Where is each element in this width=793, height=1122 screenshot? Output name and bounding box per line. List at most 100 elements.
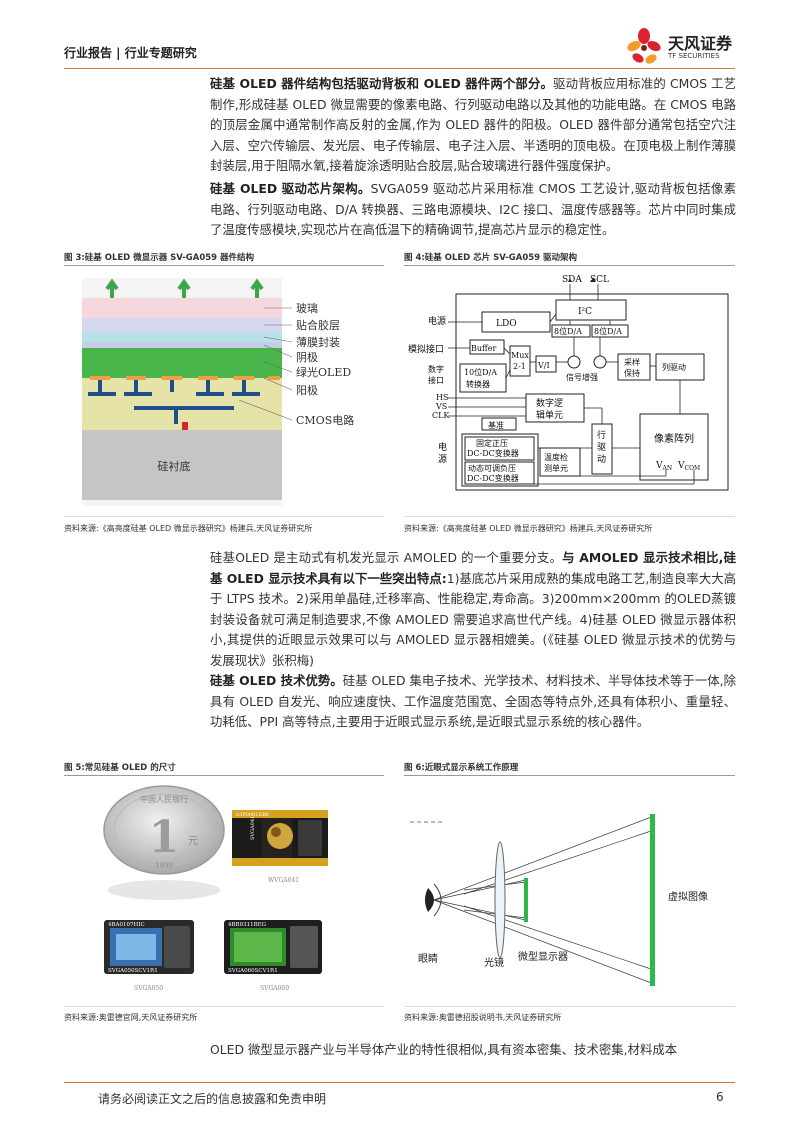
- vcom-label: VCOM: [677, 461, 700, 472]
- paragraph-lead: 硅基 OLED 技术优势。: [210, 673, 343, 688]
- flower-logo-icon: [627, 28, 661, 64]
- chip3-bottom-label: SVGA060SCV1R1: [228, 968, 278, 974]
- signal-boost-label: 信号增强: [566, 372, 598, 382]
- figure-6-bottom-rule: [404, 1006, 735, 1007]
- page-number: 6: [716, 1090, 724, 1104]
- chip2-caption: SVGA050: [134, 985, 163, 992]
- row-drive-label-2: 驱: [597, 442, 606, 453]
- hs-label: HS: [436, 393, 448, 402]
- paragraph-body: SVGA059 驱动芯片采用标准 CMOS 工艺设计,驱动背板包括像素电路、行列…: [210, 181, 736, 237]
- figure-3-title: 图 3:硅基 OLED 微显示器 SV-GA059 器件结构: [64, 253, 255, 263]
- temperature-label-1: 温度检: [544, 452, 568, 462]
- figure-6-diagram: 眼睛 光镜 微型显示器 虚拟图像: [404, 780, 735, 1002]
- logo-english-name: TF SECURITIES: [668, 52, 720, 60]
- coin-unit: 元: [188, 836, 198, 847]
- paragraph-body: OLED 微型显示器产业与半导体产业的特性很相似,具有资本密集、技术密集,材料成…: [210, 1042, 678, 1057]
- van-label: VAN: [655, 461, 672, 472]
- chip1-side-label: SVGA041: [250, 816, 256, 840]
- negative-dcdc-label-1: 动态可调负压: [468, 463, 516, 473]
- figure-3-source: 资料来源:《高亮度硅基 OLED 微显示器研究》杨建兵,天风证券研究所: [64, 524, 313, 533]
- mux-sub-label: 2-1: [513, 362, 526, 371]
- figure-3-diagram: 硅衬底 玻璃 贴合胶层 薄膜封装 阴极 绿光OLED 阳极 CMOS电路: [64, 270, 384, 510]
- lens-label: 光镜: [484, 956, 504, 969]
- vs-label: VS: [435, 402, 447, 411]
- power-side-label-2: 源: [438, 454, 447, 465]
- disclaimer-link[interactable]: 请务必阅读正文之后的信息披露和免责申明: [98, 1092, 327, 1106]
- chip3-top-label: 4BB0311BEG: [228, 922, 266, 928]
- layer-label-cathode: 阴极: [296, 350, 318, 364]
- analog-interface-label: 模拟接口: [408, 343, 444, 355]
- figure-5-source: 资料来源:奥雷德官网,天风证券研究所: [64, 1013, 198, 1022]
- lens-shape: [494, 841, 506, 959]
- figure-4-bottom-rule: [404, 516, 735, 517]
- paragraph-driver-architecture: 硅基 OLED 驱动芯片架构。SVGA059 驱动芯片采用标准 CMOS 工艺设…: [210, 179, 736, 241]
- paragraph-body: 硅基OLED 是主动式有机发光显示 AMOLED 的一个重要分支。: [210, 550, 563, 565]
- figure-4-rule: [404, 265, 735, 266]
- virtual-image-bar: [650, 814, 655, 986]
- chip-svga060: 4BB0311BEG SVGA060SCV1R1 SVGA060: [224, 920, 322, 992]
- chip2-top-label: 4BA0107HIC: [108, 922, 145, 928]
- coin-value: 1: [149, 812, 180, 863]
- substrate-label: 硅衬底: [158, 459, 191, 473]
- report-category: 行业报告 | 行业专题研究: [64, 46, 197, 60]
- paragraph-body-2: 1)基底芯片采用成熟的集成电路工艺,制造良率大大高于 LTPS 技术。2)采用单…: [210, 570, 737, 668]
- sample-hold-label-2: 保持: [624, 368, 640, 378]
- dac8-label-b: 8位D/A: [594, 326, 622, 336]
- paragraph-body: 硅基 OLED 集电子技术、光学技术、材料技术、半导体技术等于一体,除具有 OL…: [210, 673, 736, 729]
- positive-dcdc-label-2: DC-DC变换器: [467, 448, 519, 458]
- virtual-image-label: 虚拟图像: [668, 890, 708, 903]
- power-side-label-1: 电: [438, 441, 447, 453]
- dac10-label-2: 转换器: [466, 379, 490, 389]
- figure-4-title: 图 4:硅基 OLED 芯片 SV-GA059 驱动架构: [404, 253, 578, 263]
- layer-label-adhesive: 贴合胶层: [296, 318, 340, 332]
- positive-dcdc-label-1: 固定正压: [476, 438, 508, 448]
- paragraph-body: 驱动背板应用标准的 CMOS 工艺制作,形成硅基 OLED 微显需要的像素电路、…: [210, 76, 736, 173]
- company-logo: 天风证券 TF SECURITIES: [622, 26, 734, 70]
- micro-display-label: 微型显示器: [518, 950, 568, 963]
- row-drive-label-3: 动: [597, 454, 606, 465]
- figure-4-source: 资料来源:《高亮度硅基 OLED 微显示器研究》杨建兵,天风证券研究所: [404, 524, 653, 533]
- footer-rule: [64, 1082, 735, 1083]
- power-label: 电源: [428, 315, 446, 327]
- coin-year: 1999: [155, 862, 173, 870]
- layer-label-anode: 阳极: [296, 383, 318, 397]
- negative-dcdc-label-2: DC-DC变换器: [467, 473, 519, 483]
- paragraph-amoled-comparison: 硅基OLED 是主动式有机发光显示 AMOLED 的一个重要分支。与 AMOLE…: [210, 548, 736, 671]
- digital-logic-label-2: 辑单元: [536, 409, 563, 421]
- figure-4-diagram: SDA SCL 电源 LDO I²C 8位D/A 8位D/A 模拟接口 Buff…: [404, 270, 735, 510]
- paragraph-lead: 硅基 OLED 驱动芯片架构。: [210, 181, 371, 196]
- chip2-bottom-label: SVGA050SCV1R1: [108, 968, 158, 974]
- paragraph-technology-advantages: 硅基 OLED 技术优势。硅基 OLED 集电子技术、光学技术、材料技术、半导体…: [210, 671, 736, 733]
- figure-5-title: 图 5:常见硅基 OLED 的尺寸: [64, 763, 176, 773]
- temperature-label-2: 测单元: [544, 463, 568, 473]
- chip1-top-label: 63P0001EB6: [236, 812, 269, 818]
- layer-label-green-oled: 绿光OLED: [296, 365, 351, 379]
- figure-5-bottom-rule: [64, 1006, 384, 1007]
- chip-wvga041: 63P0001EB6 SVGA041 WVGA041: [232, 810, 328, 884]
- paragraph-device-structure: 硅基 OLED 器件结构包括驱动背板和 OLED 器件两个部分。驱动背板应用标准…: [210, 74, 736, 177]
- figure-3-rule: [64, 265, 384, 266]
- digital-interface-label-2: 接口: [428, 375, 444, 385]
- buffer-label: Buffer: [471, 344, 496, 353]
- dac10-label-1: 10位D/A: [464, 367, 497, 377]
- header-rule: [64, 68, 735, 69]
- ldo-label: LDO: [496, 319, 517, 329]
- paragraph-lead: 硅基 OLED 器件结构包括驱动背板和 OLED 器件两个部分。: [210, 76, 554, 91]
- reference-label: 基准: [488, 420, 504, 430]
- chip-svga050: 4BA0107HIC SVGA050SCV1R1 SVGA050: [104, 920, 194, 992]
- figure-3-bottom-rule: [64, 516, 384, 517]
- sda-label: SDA: [562, 275, 582, 285]
- micro-display-bar: [524, 878, 528, 922]
- digital-interface-label-1: 数字: [428, 364, 444, 374]
- logo-name: 天风证券: [668, 34, 733, 53]
- vi-label: V/I: [537, 361, 550, 370]
- figure-5-photos: 1 中国人民银行 元 1999 63P0001EB6 SVGA041 WVGA0…: [64, 780, 384, 1002]
- paragraph-industry-characteristics: OLED 微型显示器产业与半导体产业的特性很相似,具有资本密集、技术密集,材料成…: [210, 1040, 736, 1061]
- mux-label: Mux: [511, 351, 529, 360]
- figure-6-rule: [404, 775, 735, 776]
- pixel-array-label: 像素阵列: [654, 432, 694, 445]
- paragraph-lead: 与 AMOLED 显示技术相比,硅基 OLED 显示技术具有以下一些突出特点:: [210, 550, 736, 586]
- figure-6-source: 资料来源:奥雷德招股说明书,天风证券研究所: [404, 1013, 562, 1022]
- chip1-caption: WVGA041: [268, 877, 299, 884]
- layer-label-encapsulation: 薄膜封装: [296, 335, 340, 349]
